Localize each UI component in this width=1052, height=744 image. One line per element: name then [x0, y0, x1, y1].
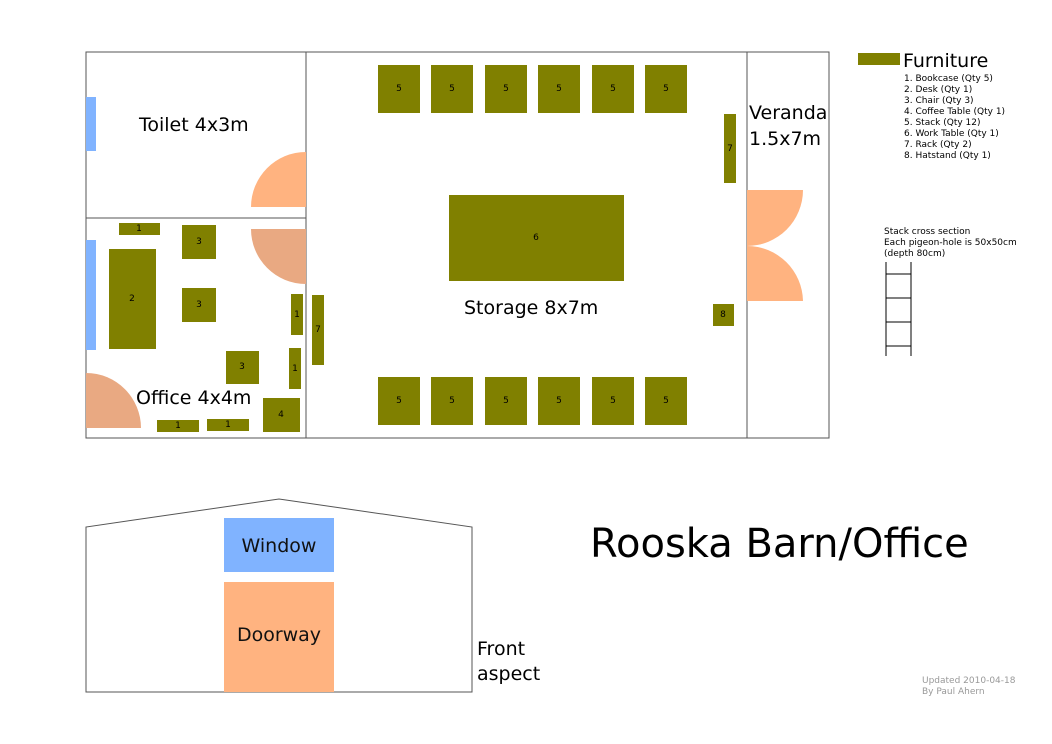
- coffee-table: 4: [263, 398, 300, 432]
- toilet-window: [86, 97, 96, 151]
- page-title: Rooska Barn/Office: [590, 521, 969, 567]
- svg-text:1: 1: [136, 224, 142, 234]
- stack: 5: [645, 377, 687, 425]
- toilet-door-swing: [251, 152, 306, 207]
- legend-item: 5. Stack (Qty 12): [904, 118, 981, 128]
- svg-text:5: 5: [556, 84, 562, 94]
- legend-item: 2. Desk (Qty 1): [904, 85, 972, 95]
- stack-note-line: Each pigeon-hole is 50x50cm: [884, 238, 1017, 248]
- svg-text:5: 5: [449, 396, 455, 406]
- svg-text:5: 5: [396, 84, 402, 94]
- svg-text:6: 6: [533, 233, 539, 243]
- svg-text:5: 5: [663, 396, 669, 406]
- svg-text:7: 7: [315, 325, 321, 335]
- stack: 5: [645, 65, 687, 113]
- rack: 7: [724, 114, 736, 183]
- legend-item: 7. Rack (Qty 2): [904, 140, 972, 150]
- office-corner-door-swing: [86, 373, 141, 428]
- stack: 5: [592, 65, 634, 113]
- svg-text:8: 8: [720, 310, 726, 320]
- barn-outline: [85, 498, 473, 693]
- work-table: 6: [449, 195, 624, 281]
- svg-text:5: 5: [663, 84, 669, 94]
- legend-item: 4. Coffee Table (Qty 1): [904, 107, 1005, 117]
- stack-note-line: (depth 80cm): [884, 249, 945, 259]
- svg-text:4: 4: [278, 410, 284, 420]
- legend-item: 8. Hatstand (Qty 1): [904, 151, 991, 161]
- svg-text:2: 2: [129, 294, 135, 304]
- stack: 5: [485, 377, 527, 425]
- legend-swatch: [858, 53, 900, 65]
- legend: Furniture 1. Bookcase (Qty 5) 2. Desk (Q…: [858, 50, 1005, 161]
- chair: 3: [226, 351, 259, 384]
- chair: 3: [182, 225, 216, 259]
- stack-ladder-drawing: [885, 262, 912, 356]
- svg-text:5: 5: [503, 84, 509, 94]
- bookcase: 1: [289, 348, 301, 389]
- svg-text:1: 1: [292, 364, 298, 374]
- stack: 5: [378, 65, 420, 113]
- front-aspect-label: Front: [477, 638, 525, 660]
- office-label: Office 4x4m: [136, 387, 251, 409]
- office-door-swing: [251, 229, 306, 284]
- front-window-label: Window: [242, 535, 317, 557]
- rack: 7: [312, 295, 324, 365]
- stack-cross-section: Stack cross section Each pigeon-hole is …: [884, 227, 1017, 356]
- hatstand: 8: [713, 304, 734, 326]
- svg-text:1: 1: [225, 420, 231, 430]
- svg-text:7: 7: [727, 144, 733, 154]
- front-aspect-elevation: Window Doorway Front aspect: [85, 498, 540, 693]
- svg-text:5: 5: [396, 396, 402, 406]
- svg-text:5: 5: [556, 396, 562, 406]
- veranda-label: Veranda: [749, 102, 827, 124]
- stack: 5: [485, 65, 527, 113]
- svg-text:3: 3: [239, 362, 245, 372]
- stack-note-line: Stack cross section: [884, 227, 970, 237]
- bookcase: 1: [157, 420, 199, 432]
- desk: 2: [109, 249, 156, 349]
- veranda-size-label: 1.5x7m: [749, 128, 821, 150]
- stack: 5: [592, 377, 634, 425]
- legend-item: 1. Bookcase (Qty 5): [904, 74, 993, 84]
- stack: 5: [431, 65, 473, 113]
- svg-text:3: 3: [196, 300, 202, 310]
- stack: 5: [538, 377, 580, 425]
- svg-text:5: 5: [503, 396, 509, 406]
- svg-text:5: 5: [610, 396, 616, 406]
- legend-heading: Furniture: [903, 50, 988, 72]
- stack: 5: [378, 377, 420, 425]
- svg-text:1: 1: [175, 421, 181, 431]
- credit-author: By Paul Ahern: [922, 687, 985, 697]
- veranda-door-swing-top: [747, 190, 803, 246]
- chair: 3: [182, 288, 216, 322]
- svg-text:1: 1: [294, 310, 300, 320]
- front-doorway-label: Doorway: [237, 624, 321, 646]
- furniture-layer: 5 5 5 5 5 5 5 5 5 5 5 5 6 7 7 8 1 2 3 3 …: [109, 65, 736, 432]
- svg-text:3: 3: [196, 237, 202, 247]
- toilet-label: Toilet 4x3m: [138, 114, 249, 136]
- stack: 5: [431, 377, 473, 425]
- front-aspect-label-line2: aspect: [477, 663, 540, 685]
- legend-item: 3. Chair (Qty 3): [904, 96, 974, 106]
- credit-updated: Updated 2010-04-18: [922, 676, 1016, 686]
- svg-text:5: 5: [449, 84, 455, 94]
- bookcase: 1: [291, 294, 303, 335]
- svg-text:5: 5: [610, 84, 616, 94]
- legend-item: 6. Work Table (Qty 1): [904, 129, 999, 139]
- front-doorway: [224, 582, 334, 692]
- office-window: [86, 240, 96, 350]
- storage-label: Storage 8x7m: [464, 297, 598, 319]
- bookcase: 1: [207, 419, 249, 431]
- stack: 5: [538, 65, 580, 113]
- bookcase: 1: [119, 223, 160, 235]
- front-window: [224, 518, 334, 572]
- veranda-door-swing-bottom: [747, 246, 803, 301]
